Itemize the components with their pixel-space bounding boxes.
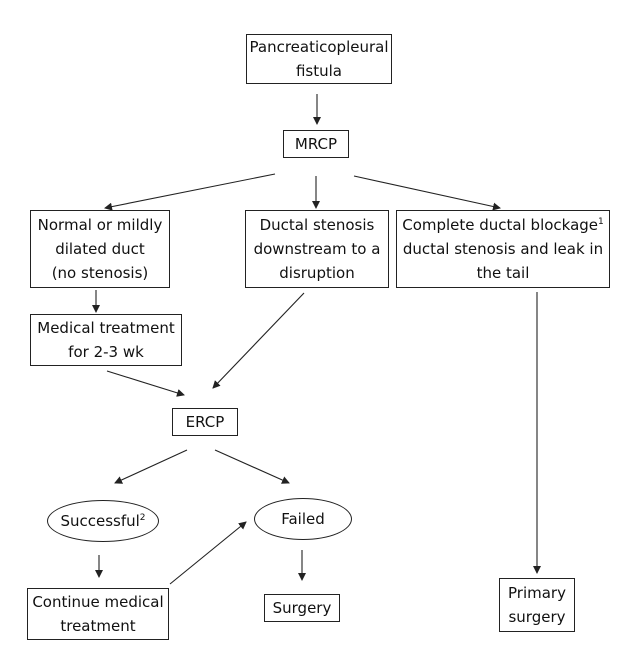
- surgery-label: Surgery: [272, 599, 332, 617]
- primary-surgery-label: Primary surgery: [508, 584, 566, 626]
- ercp-label: ERCP: [185, 413, 225, 431]
- continue-medical-treatment-label: Continue medical treatment: [32, 593, 164, 635]
- surgery-node: Surgery: [264, 594, 340, 622]
- continue-medical-treatment-node: Continue medical treatment: [27, 588, 169, 640]
- arrow-mrcp-to-blockage: [353, 175, 501, 211]
- mrcp-label: MRCP: [294, 135, 338, 153]
- arrow-continue-to-failed: [169, 521, 247, 585]
- arrow-mrcp-to-normal: [104, 173, 276, 211]
- medical-treatment-label: Medical treatment for 2-3 wk: [37, 319, 175, 361]
- complete-ductal-blockage-node: Complete ductal blockage1 ductal stenosi…: [396, 210, 610, 288]
- successful-node: Successful2: [47, 500, 159, 542]
- successful-footnote: 2: [139, 513, 146, 523]
- successful-text: Successful: [60, 512, 140, 530]
- ductal-stenosis-node: Ductal stenosis downstream to a disrupti…: [245, 210, 389, 288]
- ductal-stenosis-label: Ductal stenosis downstream to a disrupti…: [253, 216, 381, 282]
- complete-ductal-blockage-footnote: 1: [598, 217, 604, 227]
- arrow-ercp-to-successful: [114, 449, 188, 484]
- arrow-ercp-to-failed: [214, 449, 290, 484]
- complete-ductal-blockage-label: Complete ductal blockage1 ductal stenosi…: [402, 213, 604, 285]
- complete-ductal-blockage-rest: ductal stenosis and leak in the tail: [402, 240, 604, 282]
- normal-duct-label: Normal or mildly dilated duct (no stenos…: [37, 216, 163, 282]
- arrow-stenosis-to-ercp: [212, 292, 305, 389]
- pancreaticopleural-fistula-label: Pancreaticopleural fistula: [249, 38, 389, 80]
- primary-surgery-node: Primary surgery: [499, 578, 575, 632]
- failed-label: Failed: [281, 510, 325, 528]
- ercp-node: ERCP: [172, 408, 238, 436]
- mrcp-node: MRCP: [283, 130, 349, 158]
- medical-treatment-node: Medical treatment for 2-3 wk: [30, 314, 182, 366]
- pancreaticopleural-fistula-node: Pancreaticopleural fistula: [246, 34, 392, 84]
- successful-label: Successful2: [60, 509, 145, 533]
- arrow-medical-to-ercp: [106, 370, 185, 397]
- complete-ductal-blockage-first-line: Complete ductal blockage: [402, 216, 599, 234]
- failed-node: Failed: [254, 498, 352, 540]
- normal-duct-node: Normal or mildly dilated duct (no stenos…: [30, 210, 170, 288]
